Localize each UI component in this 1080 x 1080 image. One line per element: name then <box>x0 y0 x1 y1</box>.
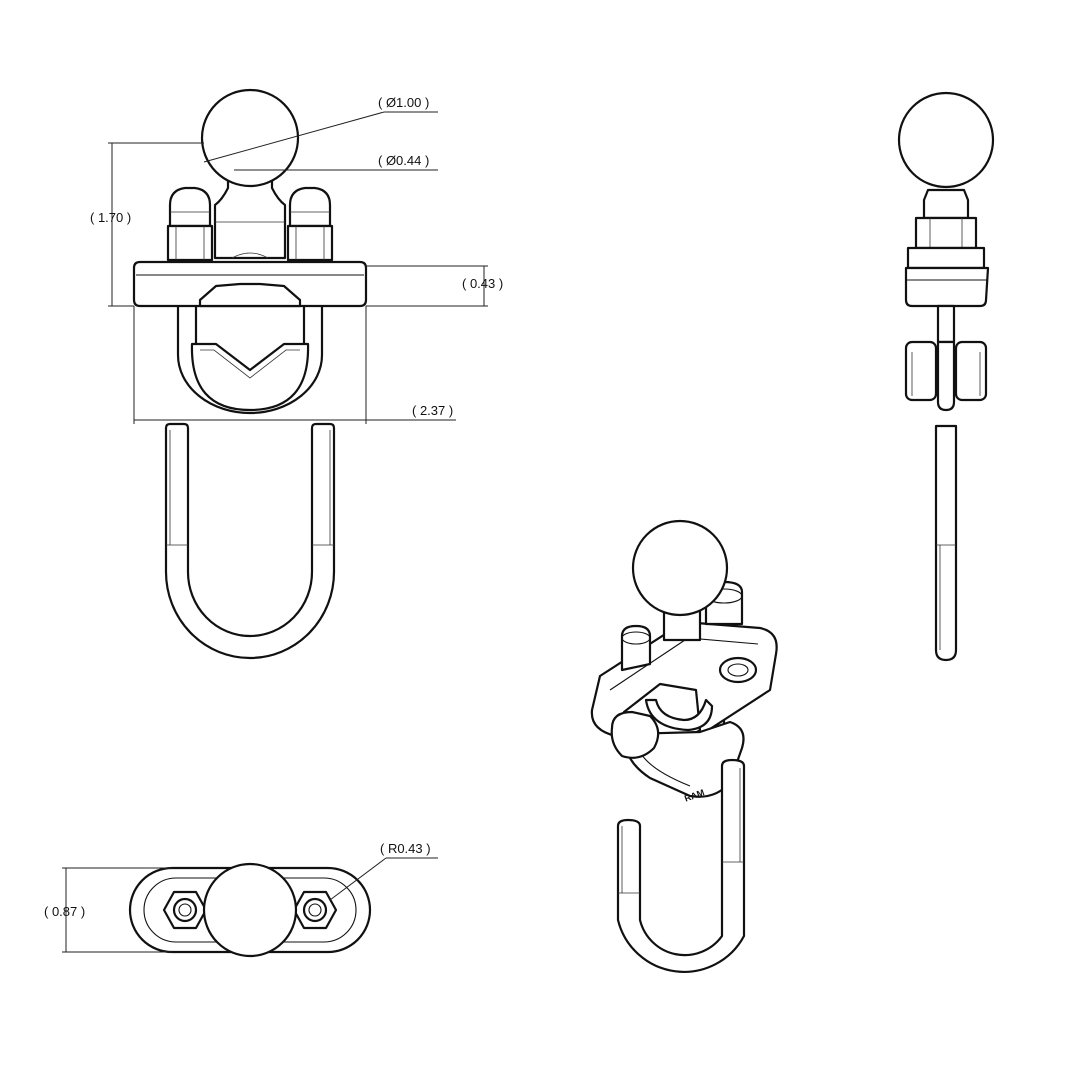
top-right-nut <box>292 890 338 930</box>
dim-base-thickness: ( 0.43 ) <box>462 276 503 291</box>
dim-base-width: ( 2.37 ) <box>412 403 453 418</box>
isometric-view: RAM <box>590 519 778 973</box>
front-dimensions: ( Ø1.00 ) ( Ø0.44 ) ( 1.70 ) ( 0.43 ) ( … <box>90 95 503 424</box>
top-view <box>128 862 372 958</box>
top-left-nut <box>162 890 208 930</box>
dim-overall-height: ( 1.70 ) <box>90 210 131 225</box>
side-view <box>897 91 995 662</box>
base-plate <box>132 260 368 308</box>
iso-left-bolt <box>620 624 652 672</box>
ball-stem <box>213 168 287 260</box>
side-ball <box>897 91 995 189</box>
iso-ball <box>631 519 729 617</box>
front-view <box>132 88 368 415</box>
ball <box>200 88 300 188</box>
dim-base-depth: ( 0.87 ) <box>44 904 85 919</box>
dim-neck-diameter: ( Ø0.44 ) <box>378 153 429 168</box>
dim-end-radius: ( R0.43 ) <box>380 841 431 856</box>
cradle <box>190 342 310 412</box>
dim-ball-diameter: ( Ø1.00 ) <box>378 95 429 110</box>
top-dimensions: ( 0.87 ) ( R0.43 ) <box>44 841 438 953</box>
right-bolt <box>286 186 334 262</box>
top-ball <box>202 862 298 958</box>
u-bolt-loose-front <box>164 422 336 660</box>
left-bolt <box>166 186 214 262</box>
